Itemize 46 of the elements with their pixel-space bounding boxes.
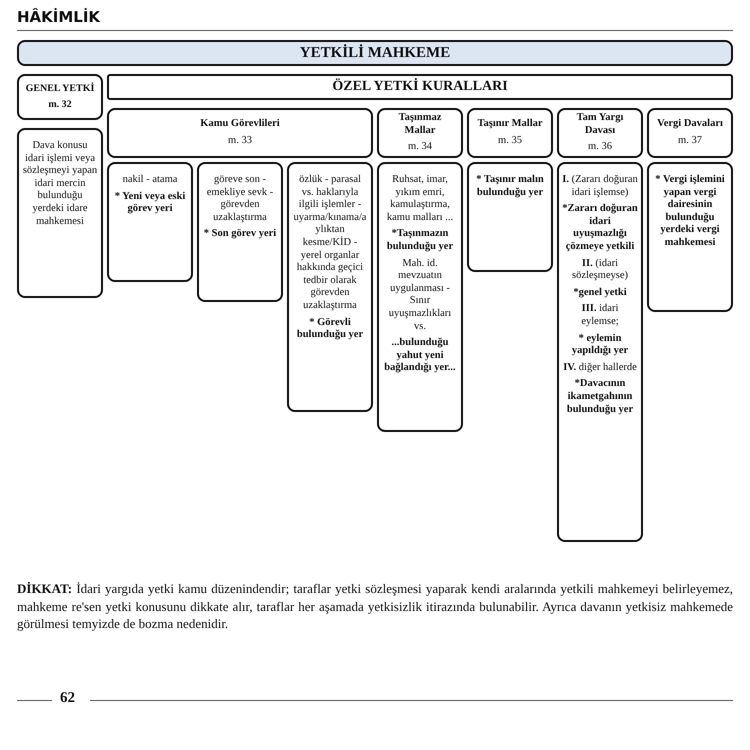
rule-text: II. (idari sözleşmeyse) (571, 258, 629, 283)
category-box (467, 108, 553, 158)
rule-text: Mah. id. mevzuatın uygulanması - Sınır uyuşmazlıkları vs. (388, 258, 452, 334)
article-number: m. 37 (678, 135, 702, 148)
category-bar (107, 74, 733, 100)
rule-highlight: ...bulunduğu yahut yeni bağlandığı yer... (383, 337, 457, 375)
rule-highlight: *Davacının ikametgahının bulunduğu yer (566, 378, 634, 416)
rule-text: III. idari eylemse; (580, 303, 620, 329)
rule-highlight: * eylemin yapıldığı yer (570, 332, 630, 358)
rule-highlight: * Yeni veya eski görev yeri (114, 190, 186, 216)
heading: Kamu Görevlileri (200, 118, 280, 131)
article-number: m. 32 (48, 99, 72, 111)
rule-text: Ruhsat, imar, yıkım emri, kamulaştırma, kamu malları ... (386, 174, 454, 224)
rule-text: Dava konusu idari işlemi veya sözleşmeyi yapan idari mercin bulunduğu yerdeki idare mahkemesi (22, 140, 98, 228)
article-number: m. 33 (228, 135, 252, 148)
category-box (17, 74, 103, 120)
article-number: m. 34 (408, 141, 432, 154)
rule-highlight: *Zararı doğuran idari uyuşmazlığı çözmeye yetkili (562, 203, 638, 254)
category-box (647, 108, 733, 158)
category-box (107, 108, 373, 158)
article-number: m. 36 (588, 141, 612, 154)
category-box (377, 108, 463, 158)
rule-text: IV. diğer hallerde (563, 362, 637, 374)
heading: Vergi Davaları (657, 118, 723, 131)
rule-text: özlük - parasal vs. haklarıyla ilgili işlemler - uyarma/kınama/aylıktan kesme/KİD - yerel organlar hakkında geçici tedbir olarak görevden uzaklaştırma (292, 174, 368, 313)
rule-highlight: * Taşınır malın bulunduğu yer (475, 174, 545, 200)
article-number: m. 35 (498, 135, 522, 148)
title-bar (17, 40, 733, 66)
rule-highlight: * Son görev yeri (204, 228, 276, 241)
heading: Taşınmaz Mallar (398, 112, 442, 138)
running-header: HÂKİMLİK (17, 8, 100, 26)
page-number: 62 (60, 690, 75, 707)
rule-highlight: *genel yetki (573, 286, 627, 300)
rule-highlight: * Vergi işlemini yapan vergi dairesinin bulunduğu yerdeki vergi mahkemesi (654, 174, 726, 250)
category-box (557, 108, 643, 158)
heading: ÖZEL YETKİ KURALLARI (332, 78, 508, 96)
rule-text: göreve son - emekliye sevk - görevden uzaklaştırma (206, 174, 274, 224)
heading: GENEL YETKİ (26, 83, 94, 95)
heading: Tam Yargı Davası (576, 112, 624, 138)
rule-text: nakil - atama (122, 174, 178, 187)
rule-highlight: * Görevli bulunduğu yer (296, 316, 364, 342)
rule-text: I. (Zararı doğuran idari işlemse) (562, 174, 638, 200)
heading: Taşınır Mallar (477, 118, 543, 131)
rule-highlight: *Taşınmazın bulunduğu yer (386, 228, 454, 254)
heading: YETKİLİ MAHKEME (300, 44, 450, 62)
note-paragraph: DİKKAT: İdari yargıda yetki kamu düzenindendir; taraflar yetki sözleşmesi yaparak kendi aralarında yetkili mahkemeyi belirleyemez, mahkeme re'sen yetki konusunu dikkate alır, taraflar her aşamada yetkisizlik itirazında bulunabilir. Ayrıca davanın yetkisiz mahkemede görülmesi temyizde de bozma nedenidir. (17, 580, 733, 633)
